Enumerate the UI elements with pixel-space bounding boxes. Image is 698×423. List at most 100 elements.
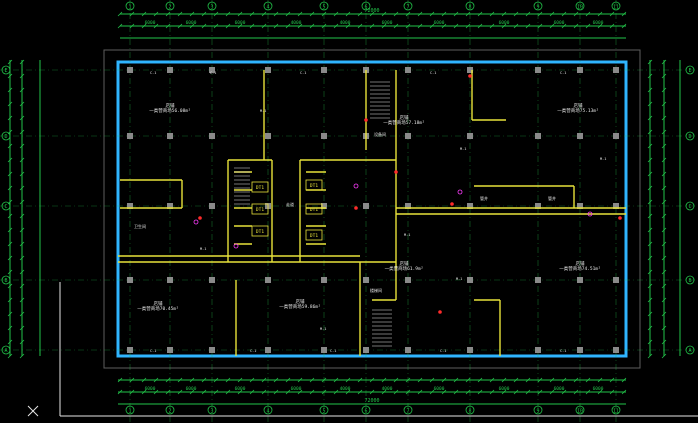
dimension-tick [177, 377, 183, 383]
axis-bubble-left [1, 131, 11, 141]
axis-label-right: B [688, 278, 691, 284]
dimension-tick [429, 377, 435, 383]
dimension-tick [549, 389, 555, 395]
dimension-tick [201, 377, 207, 383]
dimension-tick [661, 255, 667, 261]
elevator-shaft [305, 229, 323, 241]
dimension-tick [7, 185, 13, 191]
dimension-tick [117, 389, 123, 395]
dimension-tick [621, 377, 627, 383]
axis-label-right: D [688, 134, 691, 140]
axis-label-top: 2 [168, 5, 171, 11]
dimension-tick [489, 377, 495, 383]
window-tag: C-1 [150, 71, 156, 75]
axis-bubble-bottom [533, 405, 543, 415]
dimension-tick [201, 11, 207, 17]
axis-bubble-bottom [575, 405, 585, 415]
dimension-tick [129, 23, 135, 29]
dimension-tick [153, 389, 159, 395]
building-outline [103, 49, 641, 369]
dimension-tick [19, 59, 25, 65]
dimension-tick [345, 389, 351, 395]
dimension-tick [489, 389, 495, 395]
dimension-tick [661, 185, 667, 191]
column [613, 203, 619, 209]
dimension-tick [345, 23, 351, 29]
dimension-tick [453, 23, 459, 29]
axis-bubble-top [125, 1, 135, 11]
axis-label-left: A [4, 348, 7, 354]
dimension-tick [549, 11, 555, 17]
column [363, 347, 369, 353]
dimension-tick [647, 157, 653, 163]
magenta-marker [193, 219, 199, 225]
dimension-tick [19, 311, 25, 317]
dimension-tick [477, 389, 483, 395]
dimension-tick [453, 389, 459, 395]
dimension-tick [453, 377, 459, 383]
room-area: 一类营商场70.45m² [137, 305, 178, 312]
dimension-tick [7, 353, 13, 359]
dimension-tick [117, 377, 123, 383]
dimension-tick [141, 377, 147, 383]
column [405, 277, 411, 283]
dimension-tick [537, 23, 543, 29]
dimension-tick [369, 11, 375, 17]
dimension-tick [7, 199, 13, 205]
window-tag: C-1 [150, 349, 156, 353]
dimension-tick [189, 23, 195, 29]
dimension-tick [19, 157, 25, 163]
room-name: 店铺 [400, 114, 409, 121]
dimension-tick [369, 389, 375, 395]
dimension-tick [501, 11, 507, 17]
dimension-tick [19, 199, 25, 205]
dimension-tick [661, 297, 667, 303]
dimension-tick [19, 129, 25, 135]
column [209, 67, 215, 73]
dimension-tick [7, 129, 13, 135]
elevator-label: DT1 [310, 183, 318, 189]
dimension-tick [7, 171, 13, 177]
axis-label-bottom: 3 [210, 409, 213, 415]
column [265, 277, 271, 283]
column [577, 67, 583, 73]
column [613, 347, 619, 353]
room-name: 店铺 [400, 260, 409, 267]
dimension-value-top: 6000 [499, 20, 510, 26]
dimension-tick [647, 115, 653, 121]
dimension-tick [489, 23, 495, 29]
dimension-tick [285, 389, 291, 395]
axis-label-left: D [4, 134, 7, 140]
dimension-tick [561, 377, 567, 383]
axis-bubble-bottom [403, 405, 413, 415]
dimension-tick [573, 389, 579, 395]
dimension-tick [381, 377, 387, 383]
dimension-tick [357, 23, 363, 29]
dimension-tick [647, 101, 653, 107]
column [127, 203, 133, 209]
dimension-tick [237, 23, 243, 29]
dimension-tick [7, 101, 13, 107]
dimension-tick [647, 213, 653, 219]
axis-bubble-top [207, 1, 217, 11]
axis-bubble-top [319, 1, 329, 11]
axis-label-top: 1 [128, 5, 131, 11]
dimension-tick [417, 23, 423, 29]
door-tag: M-1 [600, 157, 606, 161]
dimension-tick [225, 389, 231, 395]
dimension-tick [165, 389, 171, 395]
axis-bubble-top [165, 1, 175, 11]
dimension-value-top: 6000 [554, 20, 565, 26]
dimension-tick [661, 339, 667, 345]
column [167, 347, 173, 353]
axis-label-top: 6 [364, 5, 367, 11]
elevator-shaft [305, 203, 323, 215]
column [321, 67, 327, 73]
dimension-tick [273, 11, 279, 17]
dimension-tick [661, 115, 667, 121]
window-tag: C-1 [560, 349, 566, 353]
dimension-tick [621, 389, 627, 395]
axis-label-top: 10 [577, 5, 583, 11]
